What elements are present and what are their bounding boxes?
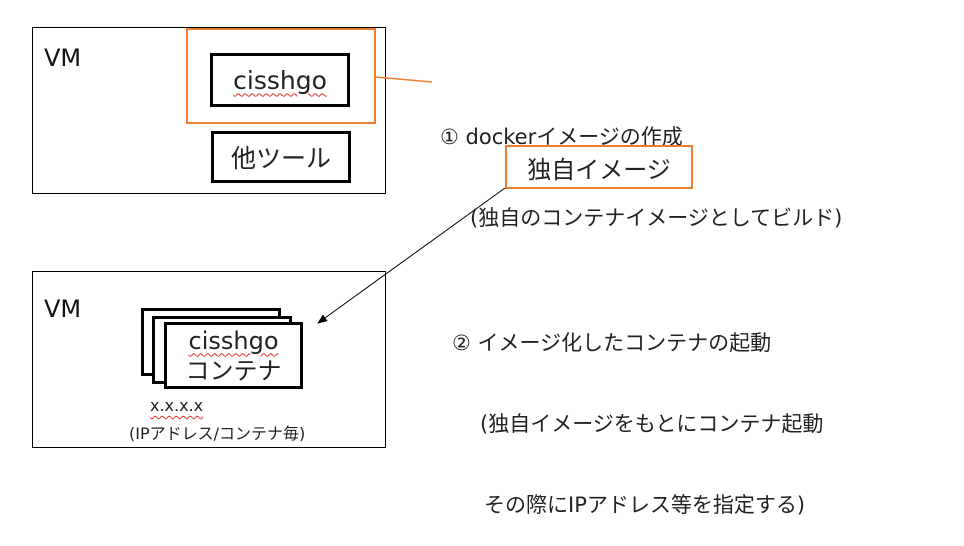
bottom-vm-label: VM [44,295,82,323]
step2-title: イメージ化したコンテナの起動 [477,331,772,355]
step2-detail-line2: その際にIPアドレス等を指定する) [484,493,806,517]
container-stack-front: cisshgo コンテナ [164,322,303,389]
cisshgo-tool-label: cisshgo [233,65,327,95]
custom-image-box: 独自イメージ [505,145,693,189]
custom-image-label: 独自イメージ [527,155,671,184]
container-type: コンテナ [185,356,282,385]
other-tools-label: 他ツール [230,144,331,173]
container-ip-note: (IPアドレス/コンテナ毎) [129,424,306,443]
step1-detail: (独自のコンテナイメージとしてビルド) [470,206,843,230]
connectors-layer [317,76,506,324]
other-tools-box: 他ツール [211,131,351,183]
step2-number: ② [452,331,471,355]
step2-detail-line1: (独自イメージをもとにコンテナ起動 [480,412,824,436]
deploy-arrow [317,187,506,324]
container-ip-address: x.x.x.x [150,396,204,415]
docker-image-highlight [186,28,376,124]
top-vm-label: VM [44,44,82,72]
cisshgo-tool-box: cisshgo [210,53,350,107]
step1-number: ① [440,125,459,149]
step1-callout-line [374,76,433,83]
container-name: cisshgo [188,326,279,355]
